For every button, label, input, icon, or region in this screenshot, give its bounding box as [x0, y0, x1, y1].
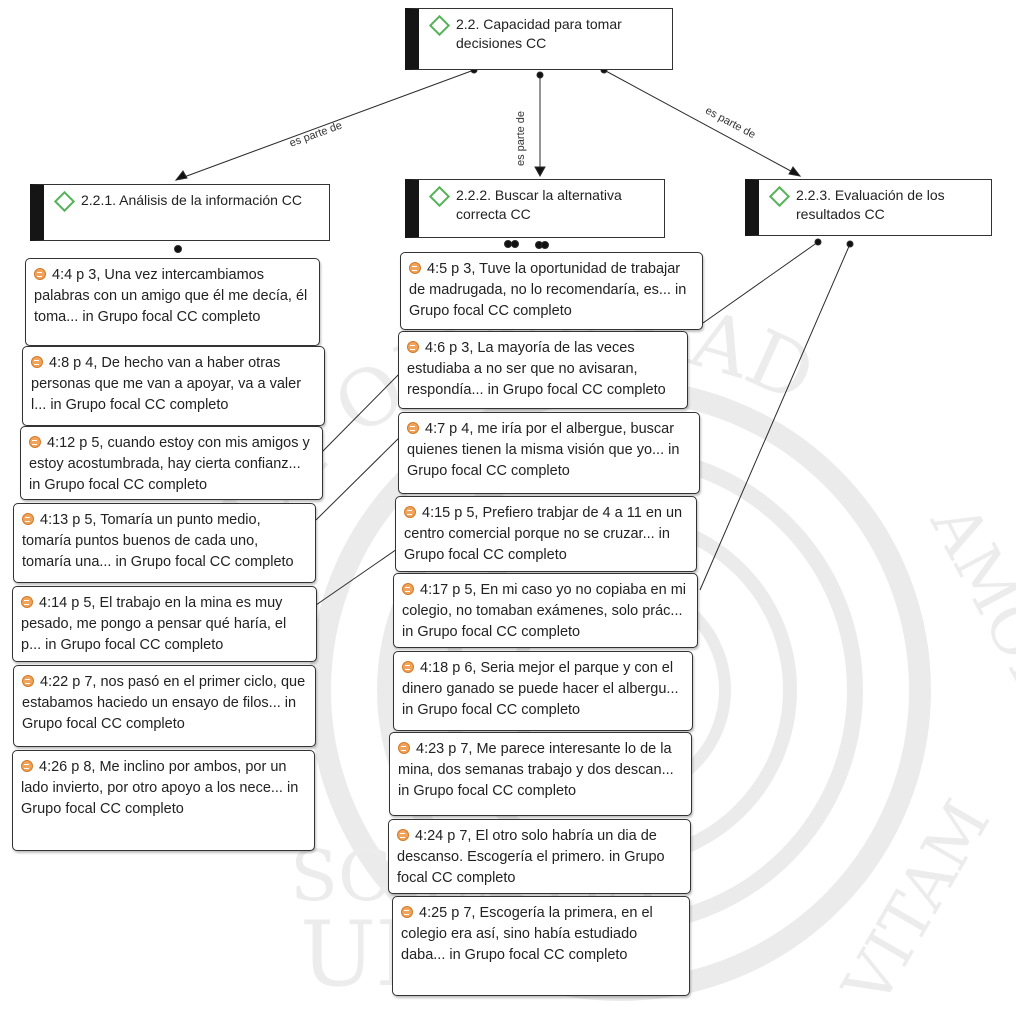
quote-text: 4:7 p 4, me iría por el albergue, buscar…	[407, 421, 680, 479]
quote-text: 4:5 p 3, Tuve la oportunidad de trabajar…	[409, 261, 687, 319]
code-label: 2.2.1. Análisis de la información CC	[81, 192, 302, 208]
quote-node[interactable]: 4:15 p 5, Prefiero trabjar de 4 a 11 en …	[395, 496, 697, 572]
quote-icon	[21, 596, 33, 608]
quote-node[interactable]: 4:17 p 5, En mi caso yo no copiaba en mi…	[393, 573, 698, 648]
quote-text: 4:25 p 7, Escogería la primera, en el co…	[401, 905, 653, 963]
quote-text: 4:18 p 6, Seria mejor el parque y con el…	[402, 660, 679, 718]
quote-text: 4:15 p 5, Prefiero trabjar de 4 a 11 en …	[404, 505, 683, 563]
quote-icon	[407, 422, 419, 434]
code-label: 2.2.3. Evaluación de los resultados CC	[796, 187, 945, 222]
quote-icon	[404, 506, 416, 518]
quote-node[interactable]: 4:26 p 8, Me inclino por ambos, por un l…	[12, 750, 315, 851]
code-diamond-icon	[428, 185, 451, 208]
quote-text: 4:4 p 3, Una vez intercambiamos palabras…	[34, 267, 308, 325]
quote-text: 4:22 p 7, nos pasó en el primer ciclo, q…	[22, 674, 306, 732]
quote-node[interactable]: 4:4 p 3, Una vez intercambiamos palabras…	[25, 258, 320, 346]
quote-node[interactable]: 4:23 p 7, Me parece interesante lo de la…	[389, 732, 692, 816]
quote-icon	[401, 906, 413, 918]
quote-icon	[31, 356, 43, 368]
quote-icon	[398, 742, 410, 754]
quote-icon	[397, 829, 409, 841]
code-node-evaluacion[interactable]: 2.2.3. Evaluación de los resultados CC	[745, 179, 992, 236]
quote-text: 4:12 p 5, cuando estoy con mis amigos y …	[29, 435, 310, 493]
code-label: 2.2.2. Buscar la alternativa correcta CC	[456, 187, 622, 222]
quote-node[interactable]: 4:14 p 5, El trabajo en la mina es muy p…	[12, 586, 317, 662]
quote-node[interactable]: 4:25 p 7, Escogería la primera, en el co…	[392, 896, 690, 996]
quote-icon	[34, 268, 46, 280]
quote-text: 4:8 p 4, De hecho van a haber otras pers…	[31, 355, 302, 413]
quote-node[interactable]: 4:8 p 4, De hecho van a haber otras pers…	[22, 346, 325, 426]
watermark-motto-right: AMORIS	[915, 492, 1016, 776]
code-node-analisis[interactable]: 2.2.1. Análisis de la información CC	[30, 184, 330, 241]
quote-text: 4:13 p 5, Tomaría un punto medio, tomarí…	[22, 512, 294, 570]
quote-node[interactable]: 4:5 p 3, Tuve la oportunidad de trabajar…	[400, 252, 703, 330]
code-diamond-icon	[428, 14, 451, 37]
quote-text: 4:26 p 8, Me inclino por ambos, por un l…	[21, 759, 299, 817]
quote-icon	[29, 436, 41, 448]
quote-icon	[402, 661, 414, 673]
quote-node[interactable]: 4:13 p 5, Tomaría un punto medio, tomarí…	[13, 503, 316, 583]
code-diamond-icon	[53, 190, 76, 213]
relation-label: es parte de	[515, 110, 527, 166]
code-node-buscar[interactable]: 2.2.2. Buscar la alternativa correcta CC	[405, 179, 665, 238]
quote-node[interactable]: 4:22 p 7, nos pasó en el primer ciclo, q…	[13, 665, 316, 747]
quote-text: 4:24 p 7, El otro solo habría un dia de …	[397, 828, 665, 886]
quote-node[interactable]: 4:6 p 3, La mayoría de las veces estudia…	[398, 331, 688, 409]
quote-icon	[409, 262, 421, 274]
quote-text: 4:23 p 7, Me parece interesante lo de la…	[398, 741, 674, 799]
quote-icon	[407, 341, 419, 353]
quote-icon	[21, 760, 33, 772]
quote-icon	[22, 513, 34, 525]
code-diamond-icon	[768, 185, 791, 208]
quote-icon	[402, 583, 414, 595]
quote-node[interactable]: 4:7 p 4, me iría por el albergue, buscar…	[398, 412, 700, 494]
quote-node[interactable]: 4:12 p 5, cuando estoy con mis amigos y …	[20, 426, 323, 500]
code-node-root[interactable]: 2.2. Capacidad para tomar decisiones CC	[405, 8, 673, 70]
code-label: 2.2. Capacidad para tomar decisiones CC	[456, 16, 622, 51]
quote-text: 4:17 p 5, En mi caso yo no copiaba en mi…	[402, 582, 686, 640]
quote-text: 4:14 p 5, El trabajo en la mina es muy p…	[21, 595, 287, 653]
quote-icon	[22, 675, 34, 687]
watermark-motto-bottom-right: VITAM	[829, 788, 1005, 1019]
quote-text: 4:6 p 3, La mayoría de las veces estudia…	[407, 340, 666, 398]
quote-node[interactable]: 4:18 p 6, Seria mejor el parque y con el…	[393, 651, 693, 731]
quote-node[interactable]: 4:24 p 7, El otro solo habría un dia de …	[388, 819, 691, 894]
